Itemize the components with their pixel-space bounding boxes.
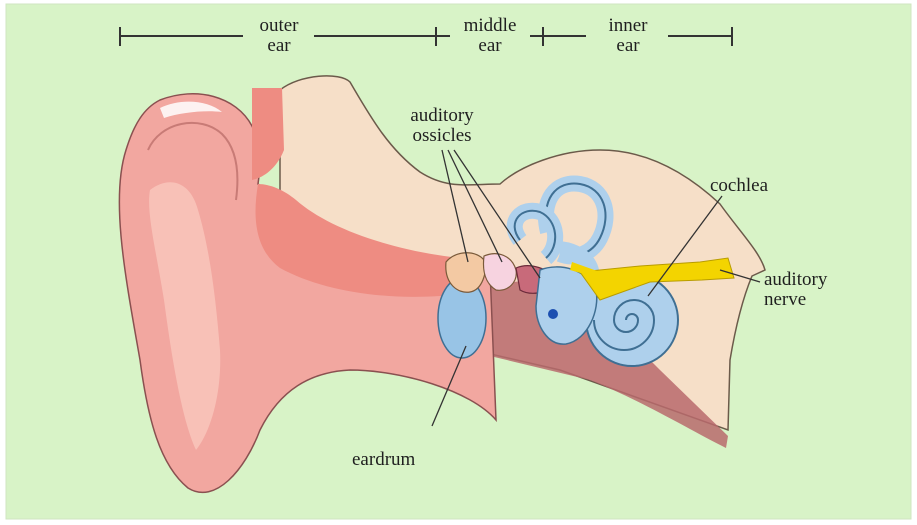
ossicles-line1: auditory — [390, 106, 494, 126]
label-auditory-ossicles: auditory ossicles — [390, 106, 494, 146]
label-auditory-nerve: auditory nerve — [764, 270, 827, 310]
ossicles-line2: ossicles — [390, 126, 494, 146]
label-cochlea: cochlea — [710, 176, 768, 196]
middle-ear-line1: middle — [454, 16, 526, 36]
cochlea-text: cochlea — [710, 175, 768, 196]
label-outer-ear: outer ear — [248, 16, 310, 56]
nerve-line2: nerve — [764, 290, 827, 310]
nerve-line1: auditory — [764, 270, 827, 290]
outer-ear-line1: outer — [248, 16, 310, 36]
label-middle-ear: middle ear — [454, 16, 526, 56]
inner-ear-line1: inner — [592, 16, 664, 36]
label-eardrum: eardrum — [352, 450, 415, 470]
middle-ear-line2: ear — [454, 36, 526, 56]
label-inner-ear: inner ear — [592, 16, 664, 56]
inner-ear-line2: ear — [592, 36, 664, 56]
round-window — [548, 309, 558, 319]
eardrum-text: eardrum — [352, 449, 415, 470]
outer-ear-line2: ear — [248, 36, 310, 56]
